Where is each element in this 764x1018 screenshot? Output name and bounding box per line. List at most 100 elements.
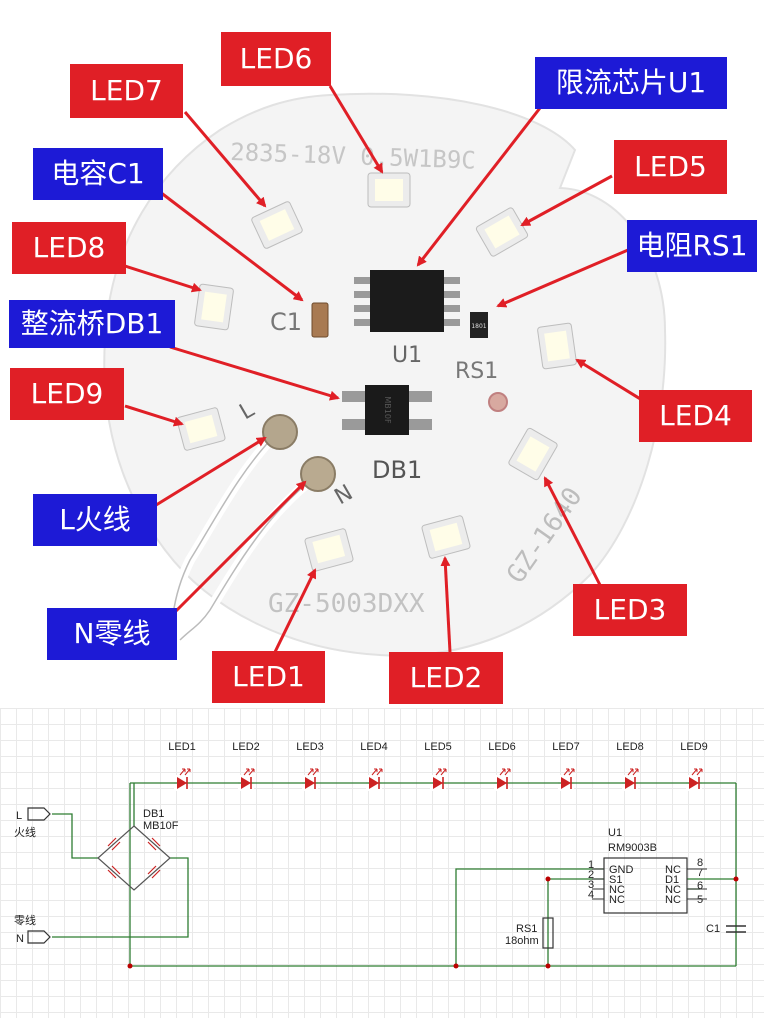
rs1-symbol: RS1 18ohm — [505, 917, 554, 949]
label-l: L火线 — [33, 494, 157, 546]
led-chips — [176, 172, 577, 572]
svg-text:NC: NC — [609, 884, 625, 896]
arrow-led2 — [440, 556, 452, 653]
schematic: LED1 LED2 LED3 LED4 LED5 LED6 LED7 LED8 LED9 DB1… — [14, 741, 746, 969]
svg-text:GND: GND — [609, 864, 634, 876]
arrow-c1 — [159, 190, 304, 302]
svg-text:U1: U1 — [608, 827, 622, 839]
schematic-led-label-4: LED4 — [360, 741, 388, 753]
schematic-leds: LED1 LED2 LED3 LED4 LED5 LED6 LED7 LED8 LED9 — [168, 741, 708, 791]
svg-text:6: 6 — [697, 880, 703, 892]
led-chip-1 — [304, 528, 354, 572]
schematic-led-label-6: LED6 — [488, 741, 516, 753]
schematic-led-9: LED9 — [680, 741, 708, 791]
board-photo-panel: 2835-18V 0.5W1B9C GZ-5003DXX GZ-1640 C1 … — [9, 32, 757, 704]
led-chip-3 — [508, 427, 558, 481]
label-c1: 电容C1 — [33, 148, 163, 200]
rs1-component: 1801 — [470, 312, 488, 338]
label-db1: 整流桥DB1 — [9, 300, 175, 348]
schematic-led-label-5: LED5 — [424, 741, 452, 753]
svg-text:7: 7 — [697, 867, 703, 879]
svg-text:S1: S1 — [609, 874, 622, 886]
label-led7: LED7 — [70, 64, 183, 118]
label-led5: LED5 — [614, 140, 727, 194]
schematic-led-1: LED1 — [168, 741, 196, 791]
c1-name: C1 — [706, 923, 720, 935]
svg-text:1801: 1801 — [471, 323, 486, 330]
db1-name: DB1 — [143, 808, 164, 820]
led-chip-7 — [251, 201, 303, 249]
n-connector: 零线 N — [14, 913, 51, 945]
svg-text:MB10F: MB10F — [383, 396, 392, 424]
svg-text:3: 3 — [588, 879, 594, 891]
bridge-rectifier — [97, 825, 171, 891]
arrow-db1 — [169, 345, 340, 401]
schematic-led-label-3: LED3 — [296, 741, 324, 753]
led-chip-2 — [421, 515, 471, 559]
svg-text:4: 4 — [588, 889, 594, 901]
label-led3: LED3 — [573, 584, 687, 636]
svg-text:NC: NC — [665, 884, 681, 896]
annotation-arrows — [124, 85, 656, 653]
label-n: N零线 — [47, 608, 177, 660]
wire-l-outline — [172, 431, 279, 616]
label-rs1: 电阻RS1 — [627, 220, 757, 272]
solder-pad-l — [262, 414, 298, 450]
label-u1: 限流芯片U1 — [535, 57, 727, 109]
led-chip-4 — [537, 322, 577, 370]
arrow-l — [147, 436, 267, 512]
db1-part: MB10F — [143, 820, 179, 832]
arrow-led9 — [124, 404, 184, 427]
svg-text:零线: 零线 — [14, 913, 36, 927]
label-led1: LED1 — [212, 651, 325, 703]
svg-text:RS1: RS1 — [516, 923, 537, 935]
label-led2: LED2 — [389, 652, 503, 704]
l-connector: L 火线 — [14, 807, 51, 839]
arrow-led7 — [183, 111, 267, 208]
junction-dots — [127, 876, 739, 969]
svg-text:5: 5 — [697, 894, 703, 906]
arrow-u1 — [416, 107, 542, 267]
label-led8: LED8 — [12, 222, 126, 274]
board-photo: 2835-18V 0.5W1B9C GZ-5003DXX GZ-1640 C1 … — [103, 85, 667, 657]
arrow-n — [173, 480, 307, 614]
via — [488, 392, 508, 412]
schematic-led-label-9: LED9 — [680, 741, 708, 753]
schematic-led-label-8: LED8 — [616, 741, 644, 753]
schematic-led-label-1: LED1 — [168, 741, 196, 753]
schematic-led-label-7: LED7 — [552, 741, 580, 753]
schematic-led-8: LED8 — [616, 741, 644, 791]
arrow-led8 — [124, 264, 202, 293]
svg-text:D1: D1 — [665, 874, 679, 886]
led-chip-8 — [194, 283, 234, 331]
svg-text:18ohm: 18ohm — [505, 935, 539, 947]
silk-c1: C1 — [270, 308, 302, 336]
c1-symbol — [726, 925, 746, 933]
board-text-bottom: GZ-5003DXX — [268, 589, 425, 619]
arrow-led5 — [520, 174, 613, 227]
svg-text:NC: NC — [609, 894, 625, 906]
svg-text:NC: NC — [665, 894, 681, 906]
silk-u1: U1 — [392, 343, 422, 368]
silk-rs1: RS1 — [455, 359, 498, 384]
u1-symbol: U1 RM9003B 1 2 3 4 GND S1 NC NC NC D1 NC… — [588, 827, 707, 914]
svg-text:NC: NC — [665, 864, 681, 876]
arrow-rs1 — [496, 248, 629, 308]
schematic-led-2: LED2 — [232, 741, 260, 791]
svg-text:8: 8 — [697, 857, 703, 869]
schematic-panel: LED1 LED2 LED3 LED4 LED5 LED6 LED7 LED8 LED9 DB1… — [0, 708, 764, 1018]
svg-text:1: 1 — [588, 859, 594, 871]
svg-text:火线: 火线 — [14, 825, 36, 839]
led-chip-9 — [176, 407, 226, 451]
c1-component — [311, 302, 329, 338]
schematic-led-4: LED4 — [360, 741, 388, 791]
led-chip-6 — [367, 172, 411, 208]
solder-pad-n — [300, 456, 336, 492]
label-led9: LED9 — [10, 368, 124, 420]
schematic-led-label-2: LED2 — [232, 741, 260, 753]
svg-text:L: L — [16, 810, 22, 822]
schematic-led-5: LED5 — [424, 741, 452, 791]
silk-db1: DB1 — [372, 456, 422, 484]
schematic-led-3: LED3 — [296, 741, 324, 791]
arrow-led6 — [328, 85, 384, 174]
